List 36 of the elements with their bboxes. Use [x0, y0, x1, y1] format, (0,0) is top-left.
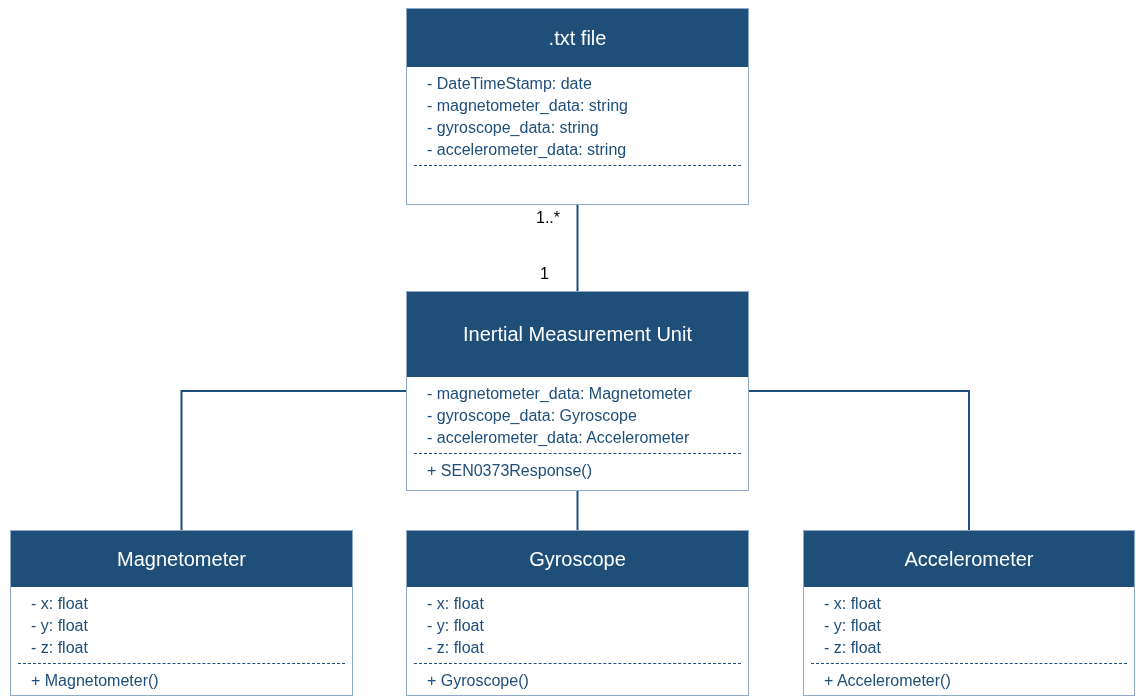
attribute-text: - x: float: [824, 594, 882, 614]
method-text: + Gyroscope(): [427, 671, 530, 691]
class-box: [10, 530, 353, 696]
class-name: .txt file: [548, 25, 607, 51]
class-box: [406, 8, 749, 205]
method-text: + Accelerometer(): [824, 671, 952, 691]
attribute-text: - y: float: [824, 616, 882, 636]
attribute-text: - y: float: [427, 616, 485, 636]
multiplicity-label: 1..*: [536, 208, 560, 228]
association-line: [180, 390, 407, 531]
attribute-text: - accelerometer_data: string: [427, 140, 628, 160]
association-line: [748, 390, 970, 531]
attribute-text: - x: float: [31, 594, 89, 614]
attribute-text: - magnetometer_data: string: [427, 96, 629, 116]
attribute-text: - z: float: [427, 638, 485, 658]
attribute-text: - gyroscope_data: Gyroscope: [427, 406, 638, 426]
association-line: [576, 490, 579, 531]
method-text: + Magnetometer(): [31, 671, 160, 691]
class-name: Inertial Measurement Unit: [463, 322, 692, 347]
class-name: Accelerometer: [904, 546, 1034, 572]
attribute-text: - x: float: [427, 594, 485, 614]
class-box: [406, 530, 749, 696]
attribute-text: - magnetometer_data: Magnetometer: [427, 384, 694, 404]
attribute-text: - DateTimeStamp: date: [427, 74, 593, 94]
attribute-text: - y: float: [31, 616, 89, 636]
multiplicity-label: 1: [540, 264, 549, 284]
association-line: [576, 204, 579, 292]
attribute-text: - z: float: [31, 638, 89, 658]
class-name: Gyroscope: [529, 546, 626, 572]
method-text: + SEN0373Response(): [427, 461, 593, 481]
class-box: [803, 530, 1135, 696]
attribute-text: - z: float: [824, 638, 882, 658]
attribute-text: - gyroscope_data: string: [427, 118, 600, 138]
class-name: Magnetometer: [117, 546, 246, 572]
class-box: [406, 291, 749, 491]
attribute-text: - accelerometer_data: Accelerometer: [427, 428, 691, 448]
